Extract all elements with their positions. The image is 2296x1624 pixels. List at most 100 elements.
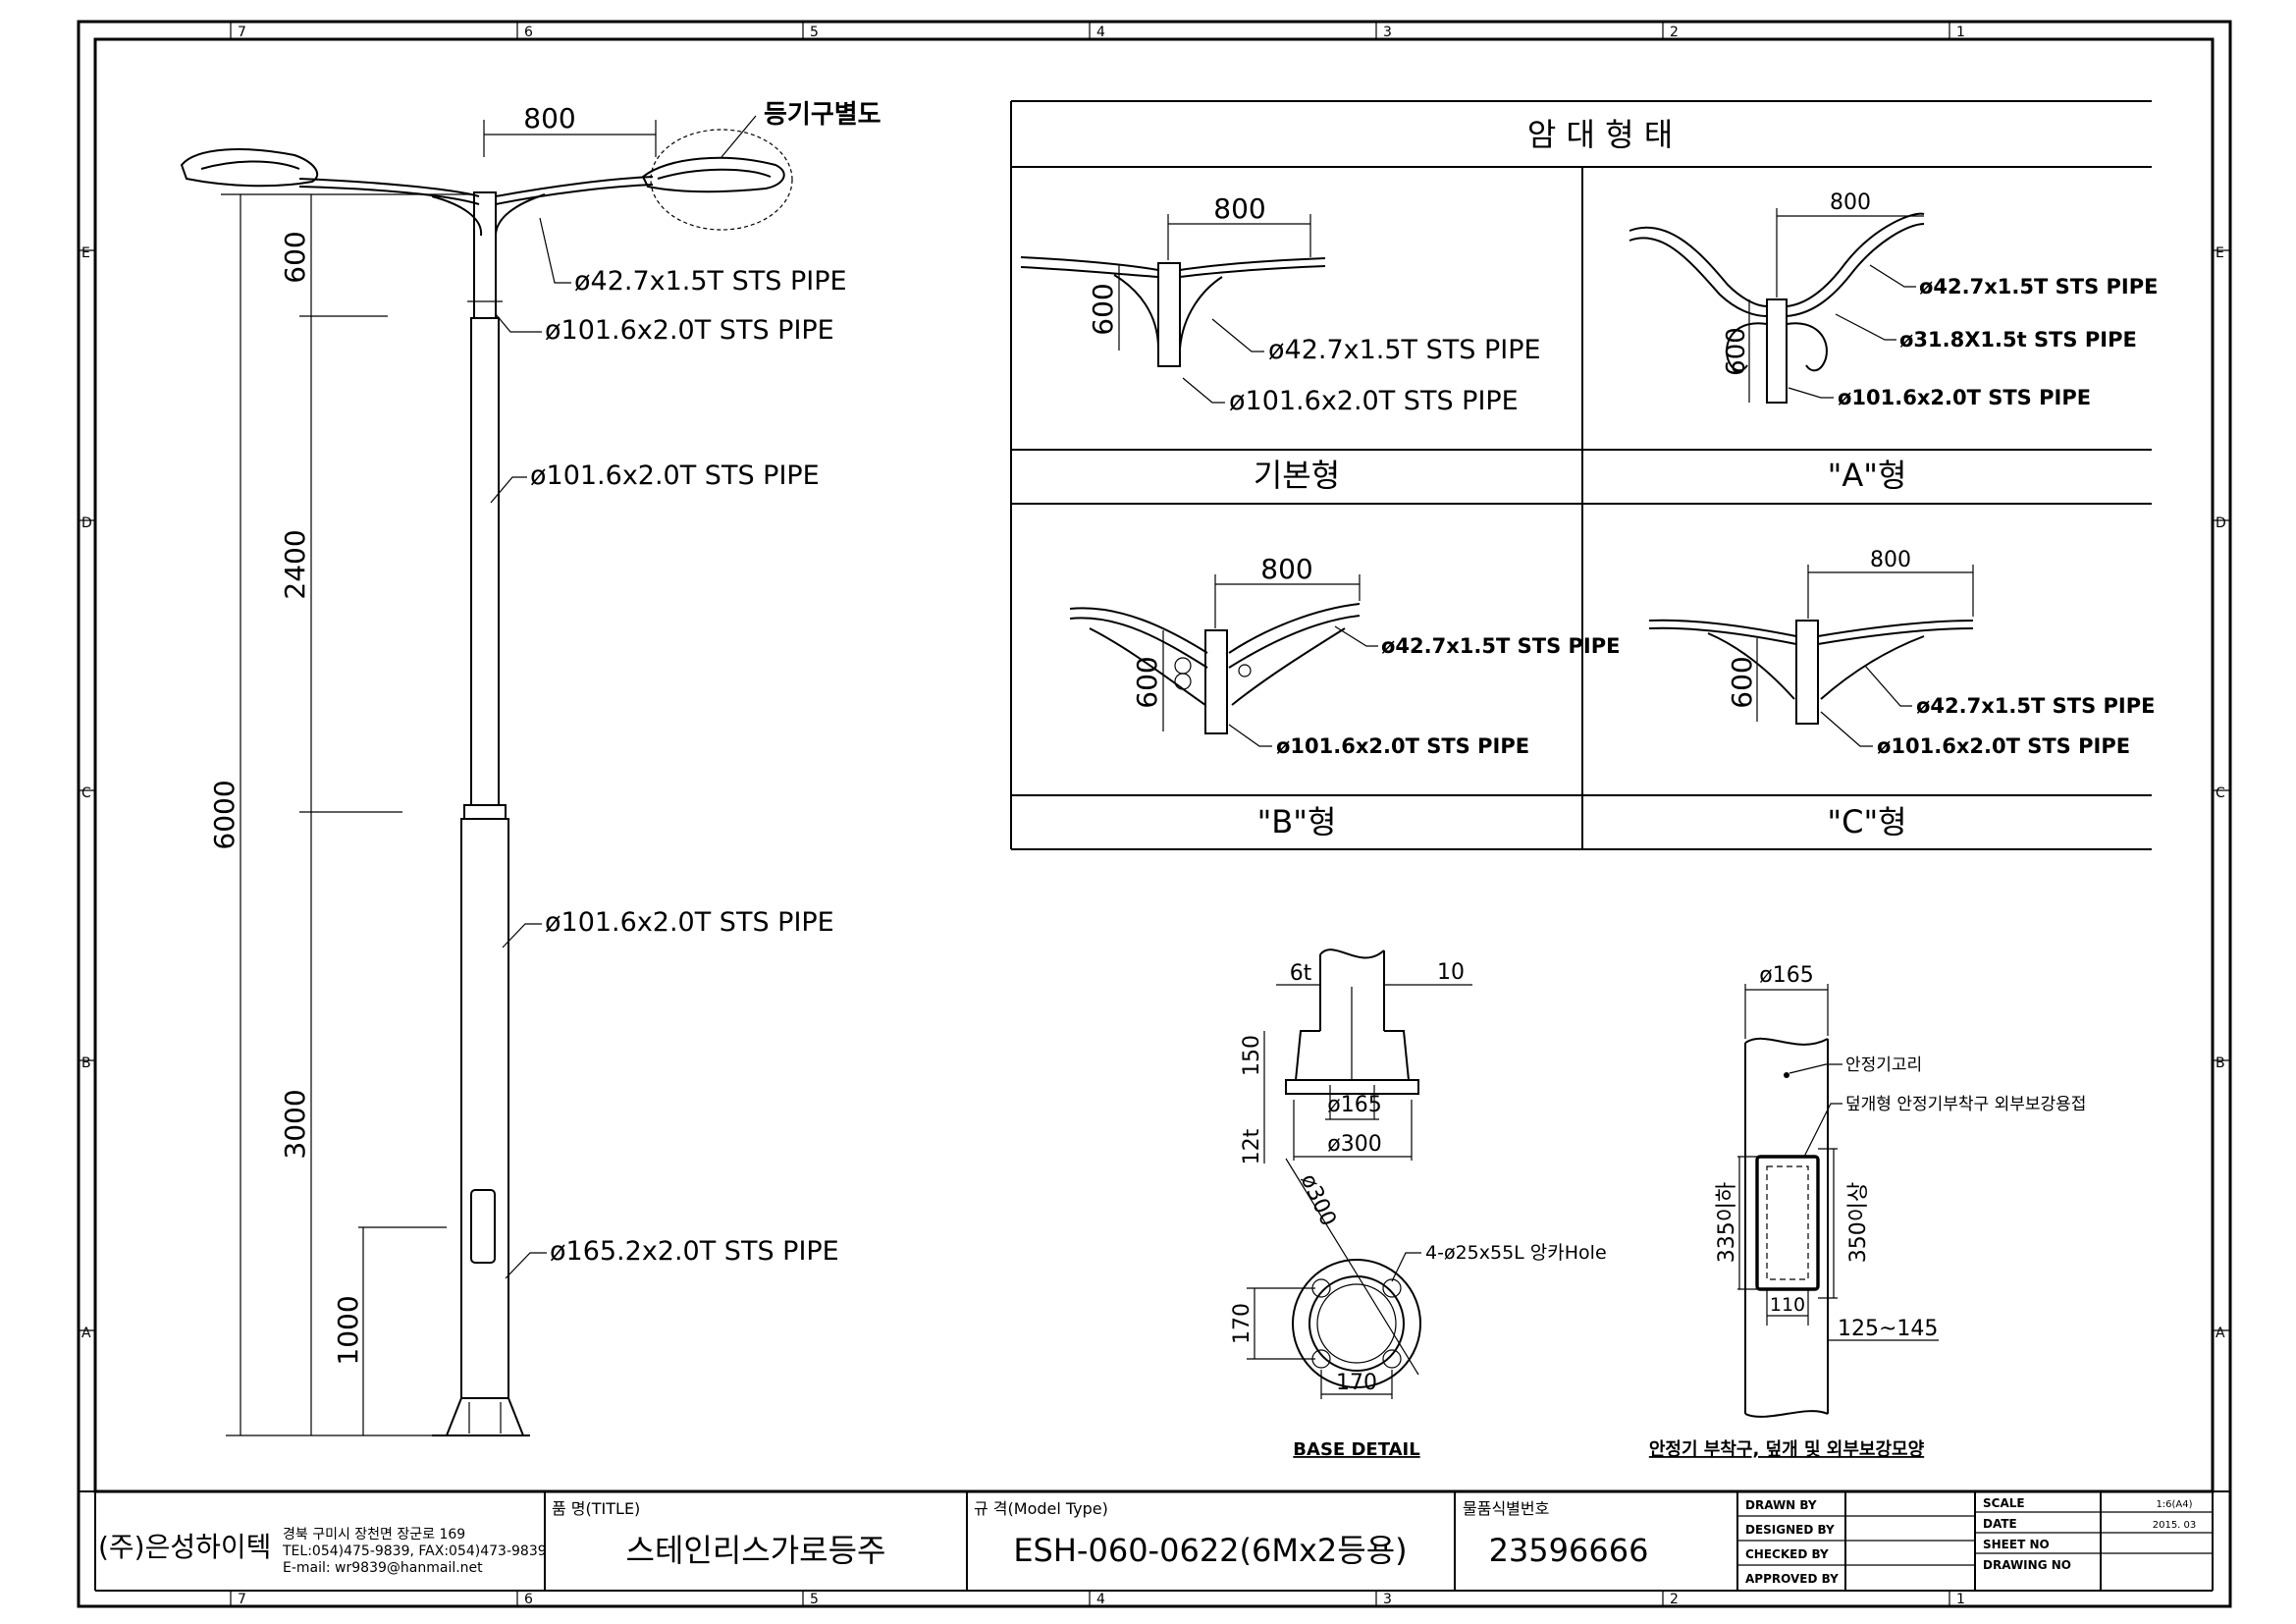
role-approved: APPROVED BY (1745, 1572, 1839, 1586)
arm-a-height: 600 (1722, 327, 1751, 376)
arm-type-basic-name: 기본형 (1254, 457, 1340, 494)
id-value: 23596666 (1489, 1532, 1649, 1569)
stab-dim-dia: ø165 (1759, 963, 1813, 988)
company-address: 경북 구미시 장천면 장군로 169 (283, 1527, 465, 1543)
base-dim-inner: ø165 (1327, 1093, 1381, 1117)
dim-upper: 600 (279, 231, 311, 283)
col-mark: 7 (238, 1592, 246, 1607)
arm-c-label-pole: ø101.6x2.0T STS PIPE (1877, 734, 2130, 758)
arm-basic-label-arm: ø42.7x1.5T STS PIPE (1268, 335, 1541, 365)
arm-type-c: 800 600 ø42.7x1.5T STS PIPE ø101.6x2.0T … (1648, 548, 2155, 840)
arm-a-spacing: 800 (1830, 190, 1871, 215)
base-detail: 6t 10 150 12t ø165 ø300 ø300 4-ø25x55L 앙… (1230, 948, 1607, 1460)
role-drawn: DRAWN BY (1745, 1498, 1817, 1512)
luminaire-highlight (650, 129, 793, 231)
dim-door: 1000 (332, 1295, 364, 1365)
col-mark: 3 (1383, 1592, 1392, 1607)
id-label: 물품식별번호 (1463, 1499, 1549, 1518)
title-block: (주)은성하이텍 경북 구미시 장천면 장군로 169 TEL:054)475-… (94, 1491, 2214, 1592)
arm-basic-height: 600 (1087, 283, 1119, 335)
stab-label-hook: 안정기고리 (1845, 1056, 1922, 1075)
company-phone: TEL:054)475-9839, FAX:054)473-9839 (282, 1543, 547, 1559)
dim-arm-spacing: 800 (523, 102, 575, 135)
row-mark: A (81, 1326, 91, 1341)
company-name: (주)은성하이텍 (98, 1531, 271, 1563)
role-checked: CHECKED BY (1745, 1547, 1829, 1561)
meta-scale-value: 1:6(A4) (2156, 1499, 2192, 1510)
row-mark: D (81, 515, 92, 531)
base-dim-height: 150 (1240, 1035, 1264, 1076)
stab-dim-width: 110 (1770, 1294, 1805, 1316)
row-mark: C (81, 785, 91, 801)
base-dim-plate: 6t (1290, 961, 1312, 986)
main-pole-drawing: 800 6000 600 2400 3000 1000 등기구별도 ø42.7x… (180, 100, 881, 1436)
row-mark: B (81, 1056, 91, 1071)
row-mark: C (2216, 785, 2225, 801)
model-label: 규 격(Model Type) (974, 1499, 1108, 1518)
arm-b-spacing: 800 (1260, 553, 1312, 585)
stab-dim-min: 350이상 (1846, 1182, 1871, 1263)
base-dim-bolt-v: 170 (1230, 1303, 1255, 1344)
arm-type-a-name: "A"형 (1828, 457, 1907, 494)
arm-b-label-arm: ø42.7x1.5T STS PIPE (1381, 634, 1620, 658)
arm-type-table: 암 대 형 태 800 600 ø42.7x1.5T STS PIPE ø101… (1010, 100, 2158, 850)
arm-c-label-arm: ø42.7x1.5T STS PIPE (1916, 694, 2155, 718)
dim-middle: 2400 (279, 529, 311, 599)
callout-mid-pipe: ø101.6x2.0T STS PIPE (545, 907, 834, 938)
base-dim-plate-dia: ø300 (1296, 1170, 1341, 1230)
stab-dim-max: 335이하 (1715, 1182, 1739, 1263)
col-mark: 7 (238, 25, 246, 40)
drawing-border: 7 6 5 4 3 2 1 7 6 5 4 3 2 1 E D C B A E … (77, 20, 2232, 1608)
arm-basic-label-pole: ø101.6x2.0T STS PIPE (1229, 386, 1519, 416)
arm-type-c-name: "C"형 (1827, 803, 1906, 840)
title-value: 스테인리스가로등주 (626, 1532, 886, 1569)
col-mark: 2 (1670, 25, 1679, 40)
arm-type-b-name: "B"형 (1257, 803, 1337, 840)
arm-type-a: 800 600 ø42.7x1.5T STS PIPE ø31.8X1.5t S… (1629, 190, 2158, 494)
arm-c-height: 600 (1726, 656, 1758, 708)
base-dim-gap: 10 (1437, 960, 1465, 985)
title-label: 품 명(TITLE) (552, 1499, 640, 1518)
col-mark: 6 (524, 25, 533, 40)
arm-a-label-arm: ø42.7x1.5T STS PIPE (1919, 275, 2158, 298)
base-dim-outer: ø300 (1327, 1132, 1381, 1157)
meta-scale-label: SCALE (1983, 1496, 2025, 1510)
stab-label-weld: 덮개형 안정기부착구 외부보강용접 (1845, 1095, 2086, 1114)
col-mark: 1 (1956, 25, 1965, 40)
arm-c-spacing: 800 (1870, 548, 1911, 572)
meta-date-label: DATE (1983, 1517, 2017, 1531)
callout-arm-pipe: ø42.7x1.5T STS PIPE (574, 266, 847, 297)
company-email: E-mail: wr9839@hanmail.net (283, 1560, 483, 1576)
arm-type-basic: 800 600 ø42.7x1.5T STS PIPE ø101.6x2.0T … (1020, 192, 1541, 494)
base-dim-bolt-h: 170 (1336, 1371, 1377, 1395)
model-value: ESH-060-0622(6Mx2등용) (1013, 1532, 1407, 1569)
arm-b-label-pole: ø101.6x2.0T STS PIPE (1276, 734, 1529, 758)
meta-sheet-label: SHEET NO (1983, 1538, 2050, 1551)
dim-total-height: 6000 (208, 780, 240, 849)
base-dim-anchor-hole: 4-ø25x55L 앙카Hole (1425, 1242, 1607, 1264)
meta-drawing-label: DRAWING NO (1983, 1558, 2071, 1572)
base-detail-title: BASE DETAIL (1293, 1439, 1419, 1460)
role-designed: DESIGNED BY (1745, 1523, 1835, 1537)
col-mark: 5 (810, 1592, 819, 1607)
arm-basic-spacing: 800 (1213, 192, 1265, 225)
stabilizer-detail: ø165 안정기고리 덮개형 안정기부착구 외부보강용접 335이하 350이상… (1649, 963, 2087, 1460)
callout-base-pipe: ø165.2x2.0T STS PIPE (550, 1236, 839, 1267)
col-mark: 4 (1096, 1592, 1105, 1607)
row-mark: D (2216, 515, 2226, 531)
row-mark: A (2216, 1326, 2225, 1341)
arm-type-b: 800 600 ø42.7x1.5T STS PIPE ø101.6x2.0T … (1069, 553, 1620, 840)
col-mark: 2 (1670, 1592, 1679, 1607)
row-mark: B (2216, 1056, 2225, 1071)
col-mark: 5 (810, 25, 819, 40)
dim-lower: 3000 (279, 1089, 311, 1159)
arm-a-label-pole: ø101.6x2.0T STS PIPE (1838, 386, 2091, 409)
meta-date-value: 2015. 03 (2153, 1520, 2197, 1531)
arm-table-title: 암 대 형 태 (1527, 116, 1673, 153)
col-mark: 6 (524, 1592, 533, 1607)
callout-upper-pipe: ø101.6x2.0T STS PIPE (530, 460, 820, 491)
col-mark: 3 (1383, 25, 1392, 40)
row-mark: E (81, 245, 90, 261)
stab-dim-range: 125~145 (1838, 1317, 1938, 1341)
